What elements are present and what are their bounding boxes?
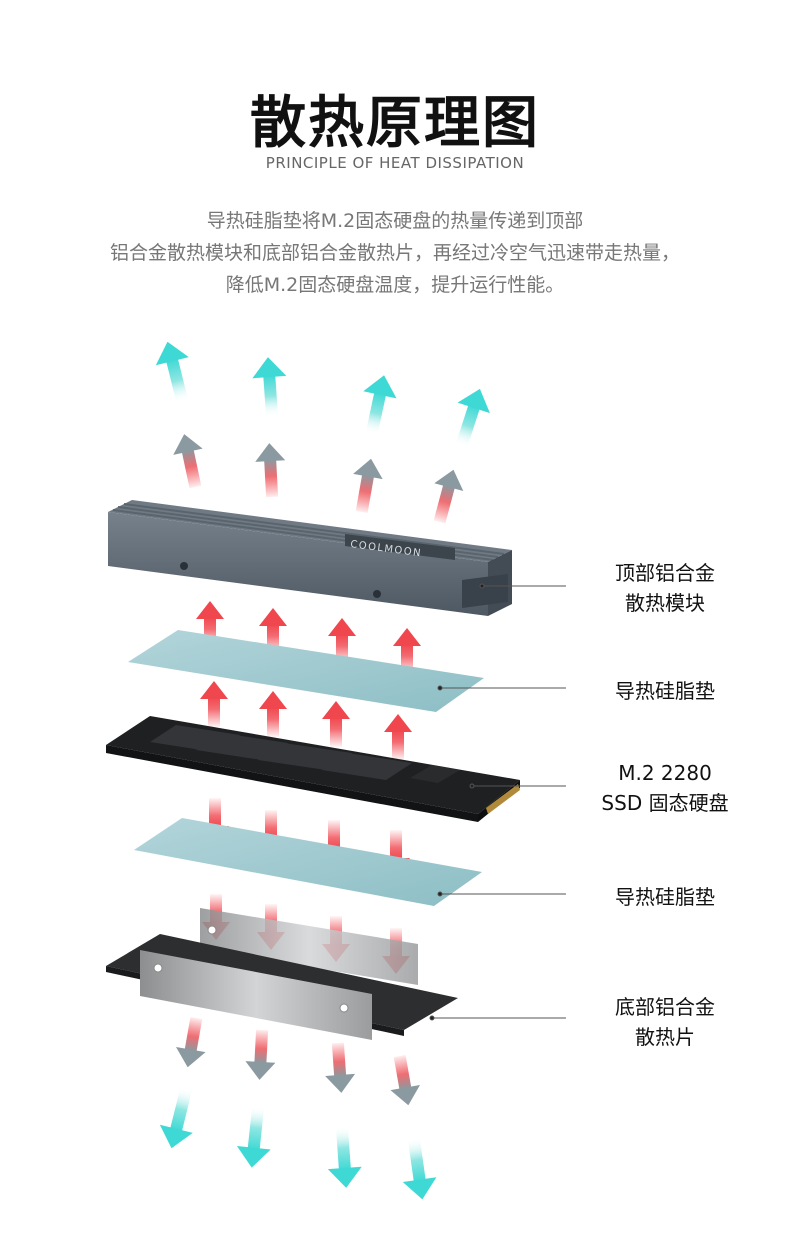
label-pad-bottom-line1: 导热硅脂垫 — [615, 885, 715, 909]
bottom-thermal-pad — [134, 818, 482, 906]
warm-arrow-down-icon — [245, 1029, 276, 1080]
warm-arrow-icon — [173, 434, 203, 489]
cool-arrow-down-icon — [327, 1125, 362, 1188]
description-line-1: 导热硅脂垫将M.2固态硬盘的热量传递到顶部 — [206, 210, 584, 232]
heat-arrow-up-icon — [384, 714, 412, 760]
top-aluminum-heatsink: COOLMOON — [108, 500, 512, 616]
heat-arrow-up-icon — [200, 681, 228, 727]
label-bottom-plate-line2: 散热片 — [635, 1025, 695, 1049]
label-ssd-line2: SSD 固态硬盘 — [601, 791, 729, 815]
warm-arrow-down-icon — [390, 1054, 420, 1106]
warm-arrow-down-icon — [176, 1016, 206, 1068]
cool-arrow-icon — [155, 341, 189, 404]
label-bottom-plate-line1: 底部铝合金 — [615, 995, 715, 1019]
cool-air-arrows-bottom — [159, 1086, 437, 1200]
top-thermal-pad — [128, 630, 484, 712]
cool-arrow-icon — [252, 357, 287, 418]
heat-arrow-up-icon — [259, 691, 287, 737]
label-pad-bottom: 导热硅脂垫 — [560, 882, 770, 912]
warm-arrow-icon — [353, 458, 383, 514]
label-ssd-line1: M.2 2280 — [618, 761, 712, 785]
cool-arrow-down-icon — [236, 1105, 271, 1168]
description-line-2: 铝合金散热模块和底部铝合金散热片，再经过冷空气迅速带走热量， — [109, 242, 680, 264]
label-top-heatsink-line2: 散热模块 — [625, 591, 705, 615]
page-subtitle: PRINCIPLE OF HEAT DISSIPATION — [265, 154, 525, 172]
warm-arrow-down-icon — [325, 1042, 356, 1093]
label-top-heatsink-line1: 顶部铝合金 — [615, 561, 715, 585]
description-line-3: 降低M.2固态硬盘温度，提升运行性能。 — [225, 274, 565, 296]
warm-arrow-icon — [433, 469, 464, 524]
bottom-aluminum-plate — [106, 908, 458, 1040]
m2-ssd-board — [106, 716, 520, 822]
heat-arrow-up-icon — [322, 701, 350, 747]
cool-arrow-icon — [455, 388, 490, 448]
warm-arrow-icon — [255, 443, 286, 498]
warm-air-arrows-top — [173, 434, 464, 524]
page-title: 散热原理图 — [250, 91, 540, 156]
heat-arrows-pad-top — [200, 681, 412, 760]
leader-lines — [429, 583, 566, 1021]
label-top-heatsink: 顶部铝合金 散热模块 — [560, 558, 770, 618]
cool-arrow-down-icon — [159, 1086, 193, 1149]
label-pad-top: 导热硅脂垫 — [560, 676, 770, 706]
cool-arrow-icon — [363, 375, 397, 436]
warm-air-arrows-bottom — [176, 1016, 420, 1106]
label-bottom-plate: 底部铝合金 散热片 — [560, 992, 770, 1052]
label-pad-top-line1: 导热硅脂垫 — [615, 679, 715, 703]
label-ssd: M.2 2280 SSD 固态硬盘 — [560, 758, 770, 818]
cool-air-arrows-top — [155, 341, 490, 448]
cool-arrow-down-icon — [402, 1137, 437, 1200]
